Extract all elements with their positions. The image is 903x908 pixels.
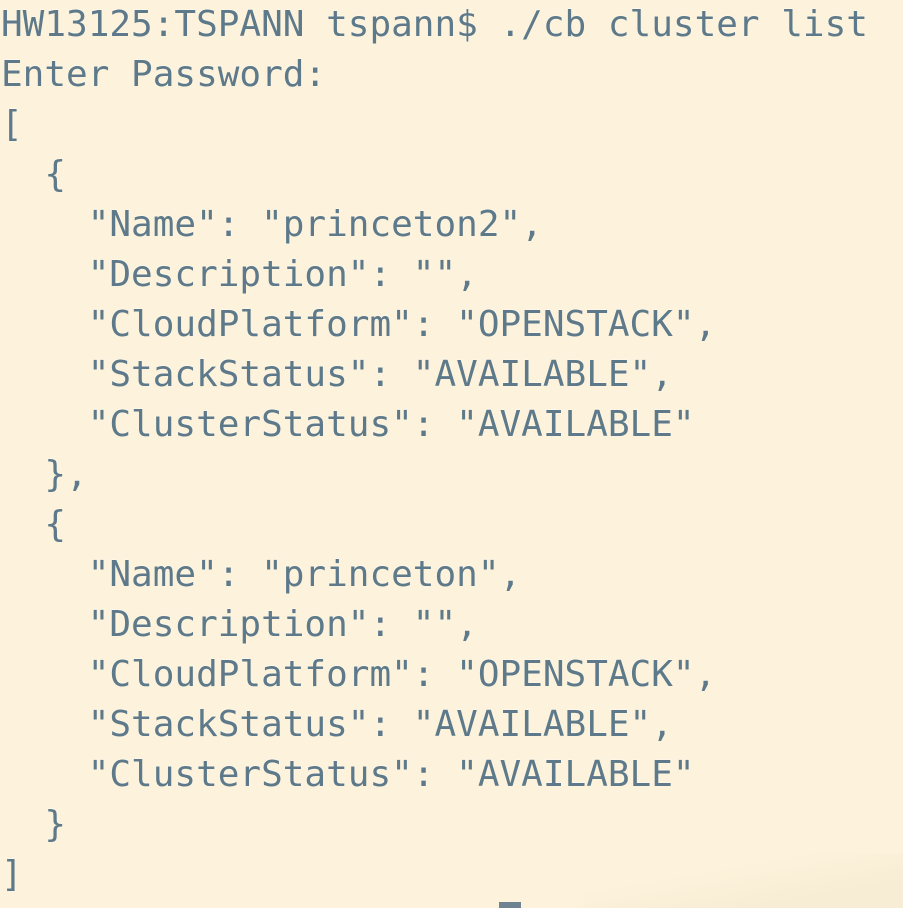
terminal-line: Enter Password: — [1, 54, 327, 95]
terminal-line: "CloudPlatform": "OPENSTACK", — [1, 304, 717, 345]
terminal-line: "StackStatus": "AVAILABLE", — [1, 354, 673, 395]
terminal-cursor — [499, 902, 522, 908]
terminal-line: "ClusterStatus": "AVAILABLE" — [1, 754, 695, 795]
terminal-output: HW13125:TSPANN tspann$ ./cb cluster list… — [1, 0, 868, 900]
terminal-line: "Description": "", — [1, 604, 478, 645]
terminal-line: "Name": "princeton2", — [1, 204, 543, 245]
terminal-line: } — [1, 804, 67, 845]
terminal-line: "ClusterStatus": "AVAILABLE" — [1, 404, 695, 445]
terminal-line: [ — [1, 104, 23, 145]
terminal-line: { — [1, 154, 67, 195]
terminal-line: "StackStatus": "AVAILABLE", — [1, 704, 673, 745]
terminal-line: "CloudPlatform": "OPENSTACK", — [1, 654, 717, 695]
terminal-line: { — [1, 504, 67, 545]
terminal-line: }, — [1, 454, 88, 495]
terminal-line: "Name": "princeton", — [1, 554, 522, 595]
terminal-line: ] — [1, 854, 23, 895]
terminal-line: "Description": "", — [1, 254, 478, 295]
terminal-line: HW13125:TSPANN tspann$ ./cb cluster list — [1, 4, 868, 45]
